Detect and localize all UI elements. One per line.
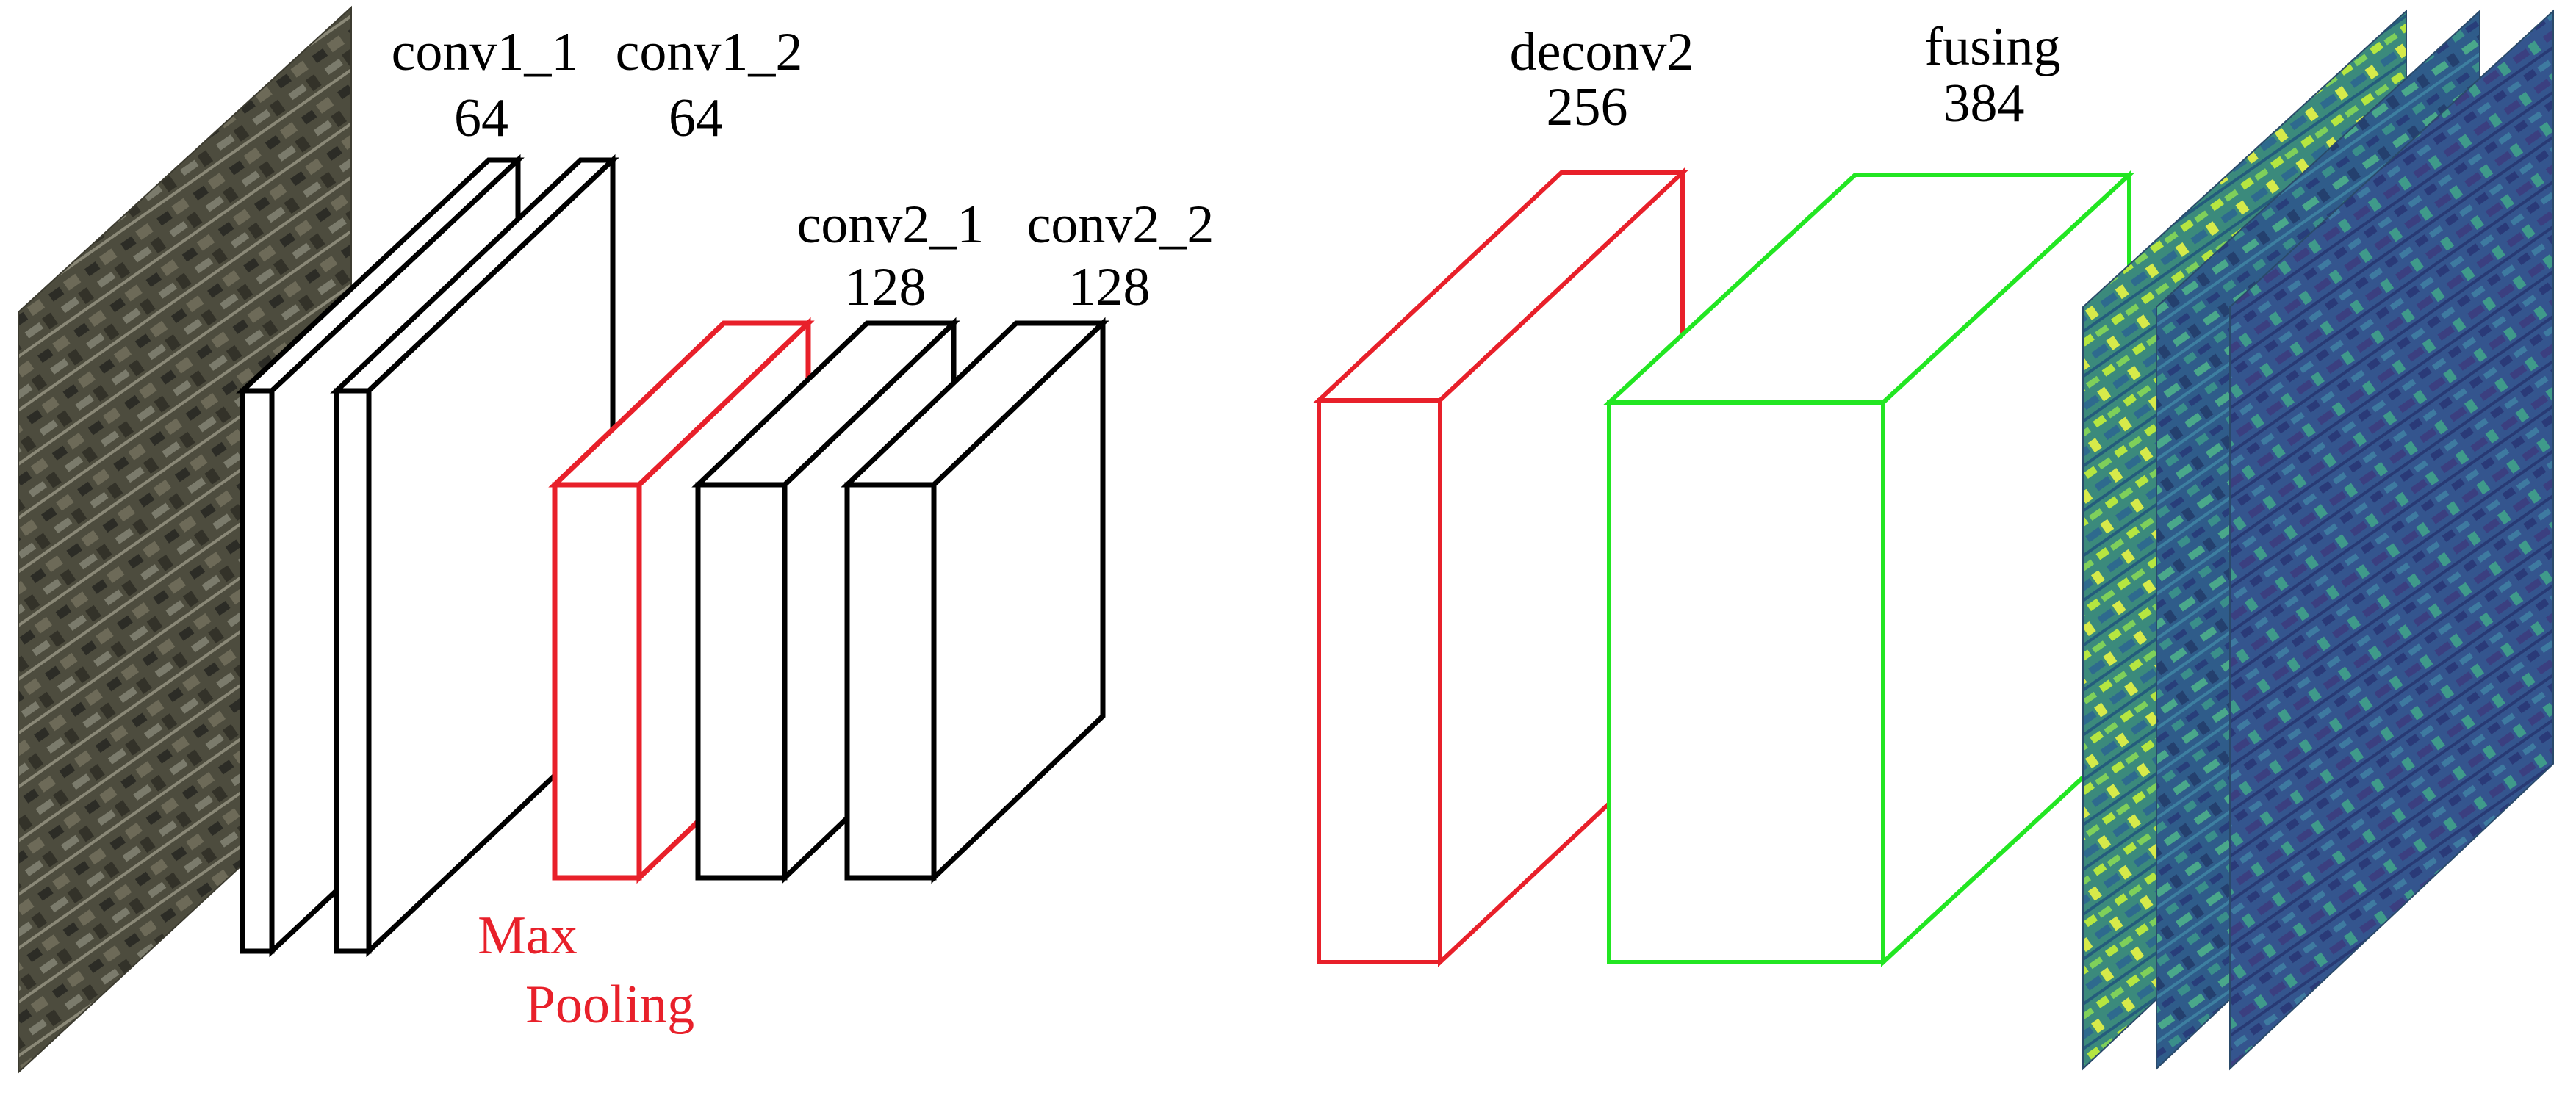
conv1-2-name-label: conv1_2 [616, 22, 803, 82]
conv1-1-name-label: conv1_1 [392, 22, 579, 82]
conv1-2-channels-label: 64 [669, 88, 723, 148]
conv1-1-channels-label: 64 [454, 88, 508, 148]
conv2-2-name-label: conv2_2 [1027, 195, 1215, 255]
fusing-name-label: fusing [1925, 17, 2061, 77]
feature-map-3 [2229, 9, 2554, 1071]
conv2-1-channels-label: 128 [845, 257, 927, 317]
output-feature-maps [2082, 9, 2554, 1071]
deconv2-name-label: deconv2 [1510, 22, 1694, 82]
conv2-2-block [841, 317, 1109, 884]
conv2-2-channels-label: 128 [1069, 257, 1151, 317]
pool-channels-label: Pooling [525, 975, 694, 1035]
fusing-channels-label: 384 [1943, 73, 2025, 134]
conv1-2-block [330, 154, 619, 958]
fusing-block [1603, 170, 2135, 967]
deconv2-channels-label: 256 [1547, 77, 1628, 137]
pool-name-label: Max [478, 906, 578, 966]
conv2-1-name-label: conv2_1 [797, 195, 985, 255]
